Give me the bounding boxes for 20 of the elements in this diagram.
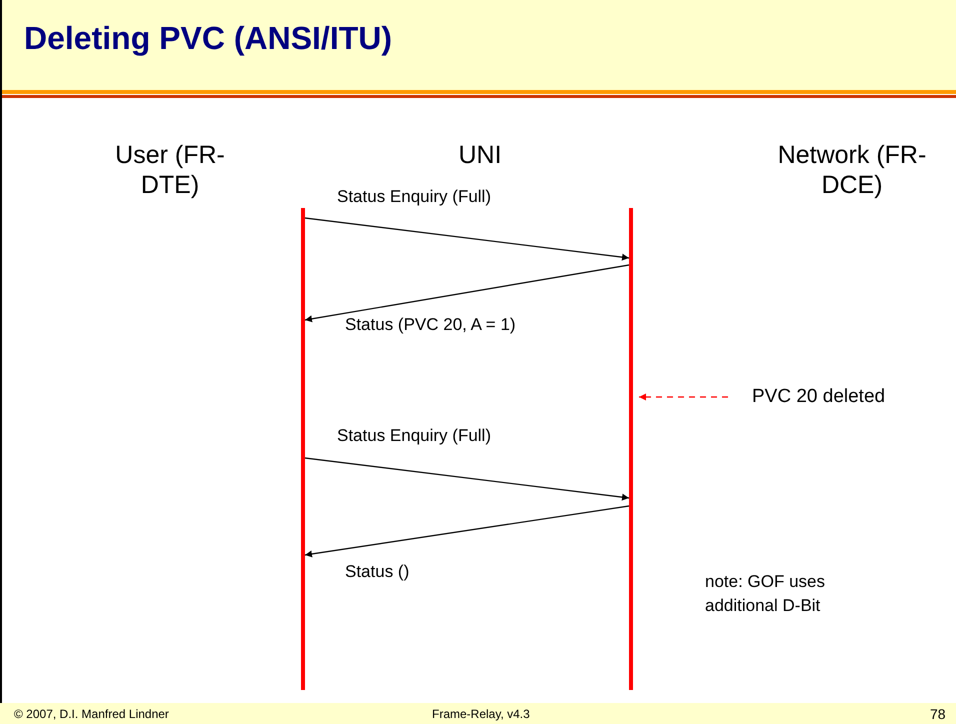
message-label: Status Enquiry (Full) (337, 426, 491, 446)
footer-text: Frame-Relay, v4.3 (432, 707, 530, 721)
column-heading: User (FR-DTE) (115, 140, 225, 200)
dashed-arrow (639, 394, 728, 400)
message-label: Status (PVC 20, A = 1) (345, 315, 516, 335)
message-arrow (304, 457, 630, 501)
column-heading: UNI (457, 140, 503, 170)
message-arrow (304, 505, 630, 558)
column-heading: Network (FR-DCE) (776, 140, 928, 200)
message-arrow (304, 217, 630, 261)
note-text: note: GOF uses additional D-Bit (705, 571, 826, 617)
message-label: Status Enquiry (Full) (337, 187, 491, 207)
slide-title: Deleting PVC (ANSI/ITU) (24, 20, 392, 57)
page-number: 78 (930, 706, 946, 722)
message-arrow (304, 264, 630, 322)
annotation-text: PVC 20 deleted (752, 385, 902, 409)
copyright-text: © 2007, D.I. Manfred Lindner (14, 707, 169, 721)
lifeline (301, 208, 305, 690)
message-label: Status () (345, 562, 410, 582)
lifeline (629, 208, 633, 690)
